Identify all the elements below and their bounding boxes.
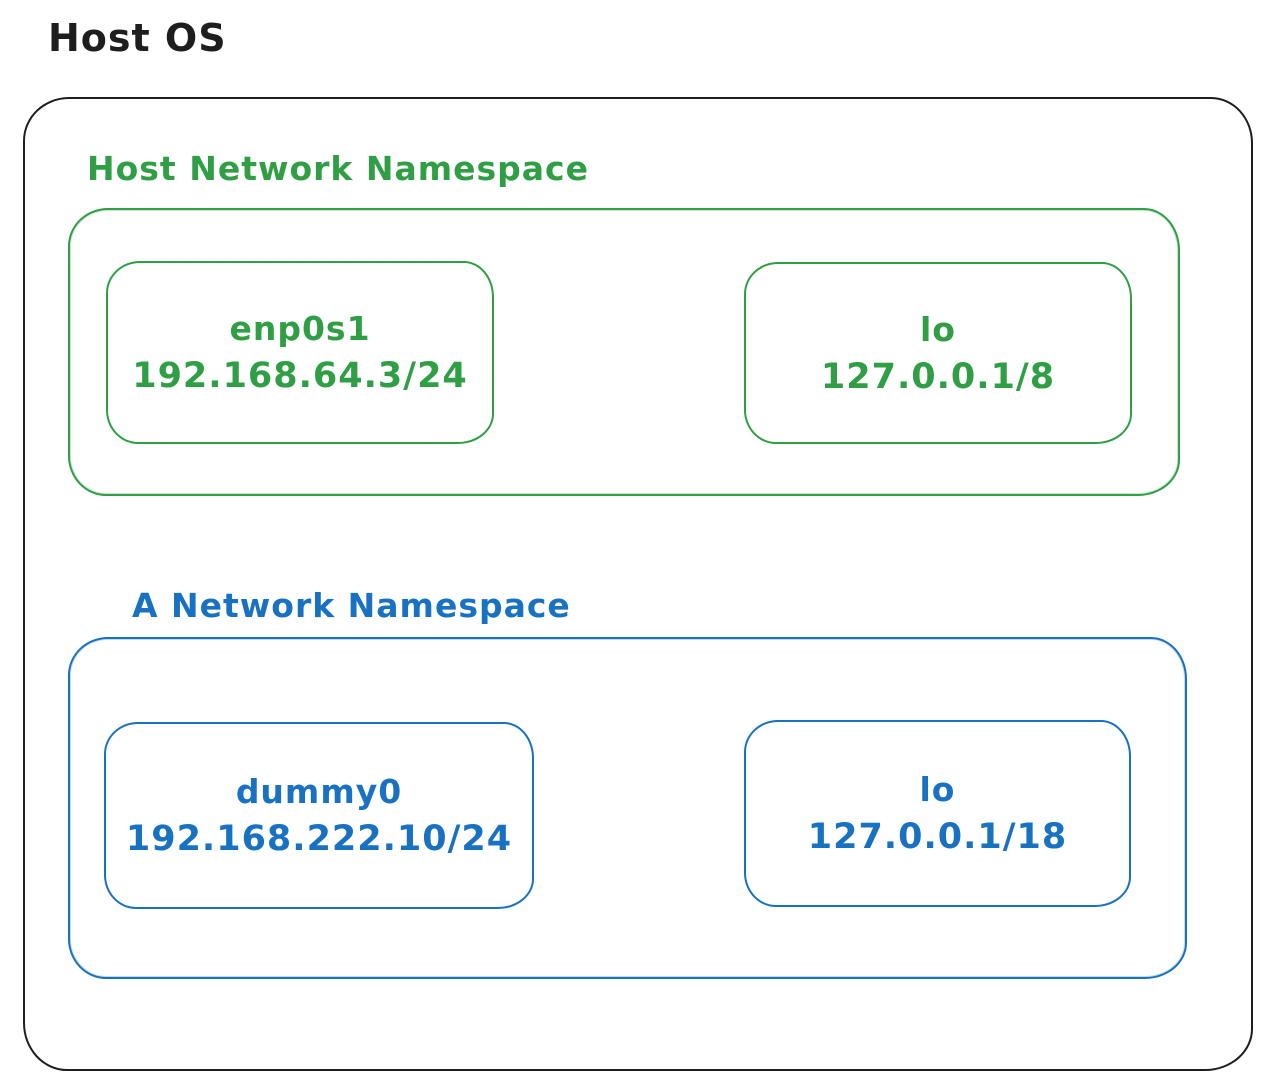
interface-box-enp0s1: enp0s1 192.168.64.3/24 (106, 261, 494, 444)
host-network-namespace-box: enp0s1 192.168.64.3/24 lo 127.0.0.1/8 (68, 208, 1180, 496)
host-os-container: Host Network Namespace enp0s1 192.168.64… (23, 97, 1253, 1071)
interface-box-lo-a: lo 127.0.0.1/18 (744, 720, 1131, 907)
host-network-namespace-label: Host Network Namespace (87, 149, 589, 188)
interface-address: 127.0.0.1/18 (807, 817, 1068, 857)
interface-name: lo (919, 770, 956, 809)
a-network-namespace-box: dummy0 192.168.222.10/24 lo 127.0.0.1/18 (68, 637, 1187, 979)
interface-name: enp0s1 (229, 309, 371, 348)
page-title: Host OS (48, 16, 227, 60)
interface-address: 192.168.64.3/24 (132, 356, 468, 396)
interface-name: lo (920, 309, 956, 349)
a-network-namespace-label: A Network Namespace (132, 586, 571, 625)
interface-box-lo-host: lo 127.0.0.1/8 (744, 262, 1132, 444)
interface-name: dummy0 (235, 772, 403, 811)
interface-address: 192.168.222.10/24 (125, 819, 513, 859)
interface-address: 127.0.0.1/8 (820, 356, 1056, 397)
interface-box-dummy0: dummy0 192.168.222.10/24 (104, 722, 534, 909)
